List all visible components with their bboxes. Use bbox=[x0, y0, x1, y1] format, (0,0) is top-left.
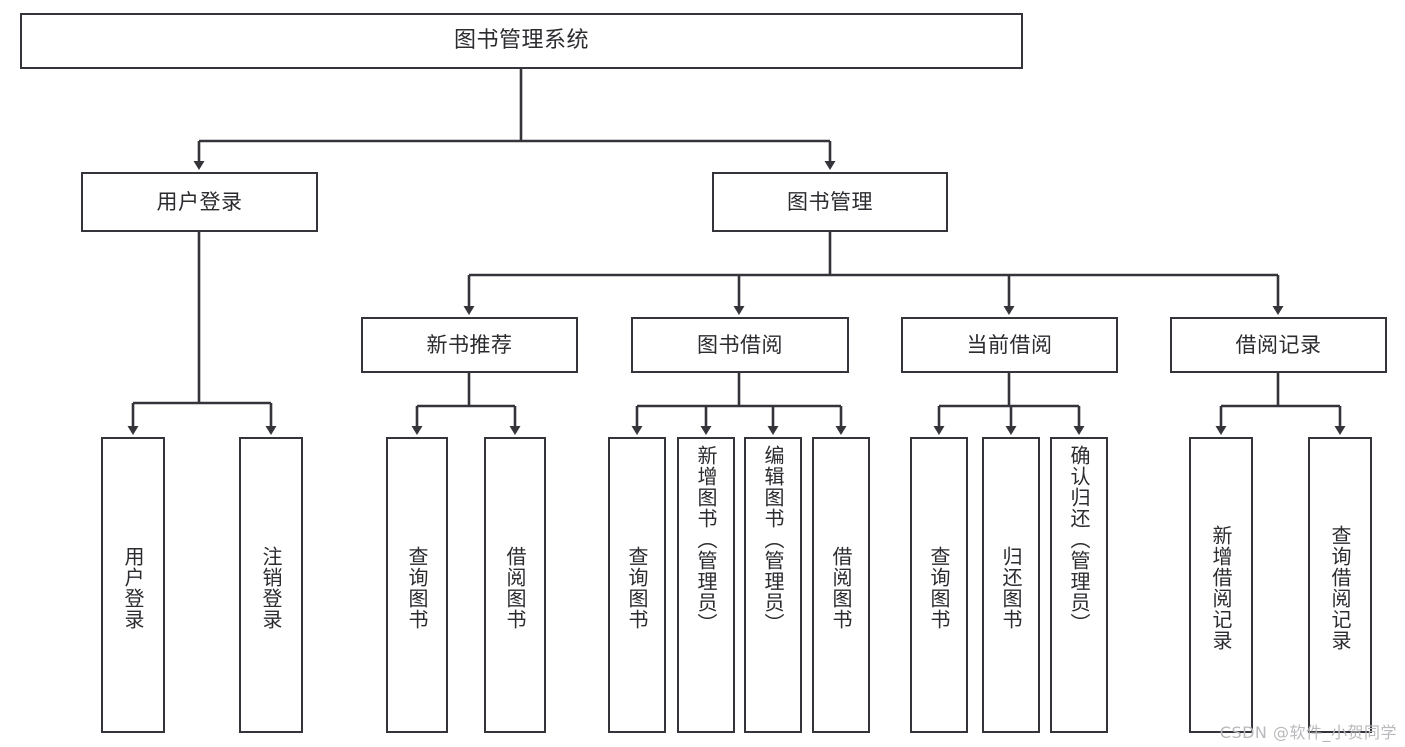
node-leaf-user-login[interactable]: 用户登录 bbox=[101, 437, 165, 733]
node-borrow-records[interactable]: 借阅记录 bbox=[1170, 317, 1387, 373]
node-user-login[interactable]: 用户登录 bbox=[81, 172, 318, 232]
node-label: 借阅图书 bbox=[503, 546, 527, 630]
node-label: 查询图书 bbox=[625, 546, 649, 630]
node-label: 图书借阅 bbox=[697, 332, 783, 357]
watermark: CSDN @软件_小贺同学 bbox=[1219, 723, 1397, 742]
node-new-book-recommendation[interactable]: 新书推荐 bbox=[361, 317, 578, 373]
node-leaf-logout[interactable]: 注销登录 bbox=[239, 437, 303, 733]
node-leaf-borrow-books-borrowing[interactable]: 借阅图书 bbox=[812, 437, 870, 733]
node-label: 查询图书 bbox=[405, 546, 429, 630]
node-label: 用户登录 bbox=[121, 546, 145, 630]
node-label: 用户登录 bbox=[156, 189, 243, 214]
node-leaf-query-books-current[interactable]: 查询图书 bbox=[910, 437, 968, 733]
node-leaf-query-borrow-record[interactable]: 查询借阅记录 bbox=[1308, 437, 1372, 733]
node-label: 注销登录 bbox=[259, 546, 283, 630]
node-label: 借阅记录 bbox=[1235, 332, 1322, 357]
node-label: 查询图书 bbox=[927, 546, 951, 630]
node-book-borrowing[interactable]: 图书借阅 bbox=[631, 317, 849, 373]
node-label: 当前借阅 bbox=[966, 332, 1053, 357]
node-leaf-add-borrow-record[interactable]: 新增借阅记录 bbox=[1189, 437, 1253, 733]
node-label: 编辑图书（管理员） bbox=[761, 445, 785, 634]
node-leaf-borrow-books-recommend[interactable]: 借阅图书 bbox=[484, 437, 546, 733]
node-leaf-query-books-recommend[interactable]: 查询图书 bbox=[386, 437, 448, 733]
node-leaf-query-books-borrowing[interactable]: 查询图书 bbox=[608, 437, 666, 733]
node-current-borrowing[interactable]: 当前借阅 bbox=[901, 317, 1118, 373]
node-label: 新增借阅记录 bbox=[1209, 525, 1233, 651]
node-label: 归还图书 bbox=[999, 546, 1023, 630]
node-label: 借阅图书 bbox=[829, 546, 853, 630]
node-label: 新书推荐 bbox=[426, 332, 513, 357]
node-root-system[interactable]: 图书管理系统 bbox=[20, 13, 1023, 69]
node-label: 新增图书（管理员） bbox=[694, 445, 718, 634]
node-label: 查询借阅记录 bbox=[1328, 525, 1352, 651]
node-leaf-add-book-admin[interactable]: 新增图书（管理员） bbox=[677, 437, 735, 733]
node-label: 图书管理系统 bbox=[453, 28, 589, 54]
node-leaf-edit-book-admin[interactable]: 编辑图书（管理员） bbox=[744, 437, 802, 733]
node-label: 图书管理 bbox=[787, 189, 873, 214]
node-label: 确认归还（管理员） bbox=[1067, 445, 1091, 634]
node-book-management[interactable]: 图书管理 bbox=[712, 172, 948, 232]
node-leaf-return-books[interactable]: 归还图书 bbox=[982, 437, 1040, 733]
node-leaf-confirm-return-admin[interactable]: 确认归还（管理员） bbox=[1050, 437, 1108, 733]
